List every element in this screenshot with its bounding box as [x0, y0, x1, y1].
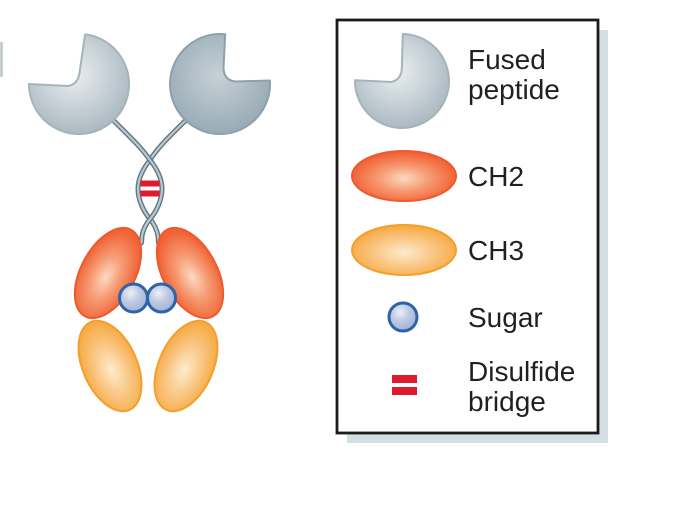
legend-item-fused-peptide: Fused peptide [353, 33, 560, 129]
legend-label-line: Sugar [468, 302, 543, 333]
fused-peptide-right-shape [169, 33, 271, 136]
ch3-icon [351, 224, 457, 276]
disulfide-bar [140, 180, 160, 187]
legend-item-disulfide-bridge: Disulfide bridge [392, 356, 575, 417]
legend-item-sugar: Sugar [387, 301, 543, 333]
disulfide-icon [392, 375, 417, 395]
hinge-strand-left [110, 117, 165, 246]
legend: Fused peptide CH2 CH3 Sugar [335, 18, 608, 443]
disulfide-bridge-bars [140, 180, 160, 197]
legend-item-ch3: CH3 [351, 224, 524, 276]
ch3-domain-left [77, 319, 143, 413]
fused-peptide-icon [353, 33, 450, 129]
disulfide-bar [140, 190, 160, 197]
ch3-domain-right [153, 319, 219, 413]
hinge-strand-right [135, 117, 189, 246]
legend-label-line: Disulfide [468, 356, 575, 387]
legend-box [335, 18, 600, 435]
legend-label-line: peptide [468, 74, 560, 105]
legend-label-line: CH3 [468, 235, 524, 266]
fused-peptide-left-shape [28, 33, 130, 135]
sugar-left [118, 282, 149, 314]
ch2-icon [351, 150, 457, 202]
sugar-right [146, 282, 177, 314]
legend-item-ch2: CH2 [351, 150, 524, 202]
legend-label-line: Fused [468, 44, 546, 75]
legend-label-line: CH2 [468, 161, 524, 192]
molecule-diagram [28, 33, 271, 413]
sugar-icon [387, 301, 419, 333]
legend-label-line: bridge [468, 386, 546, 417]
